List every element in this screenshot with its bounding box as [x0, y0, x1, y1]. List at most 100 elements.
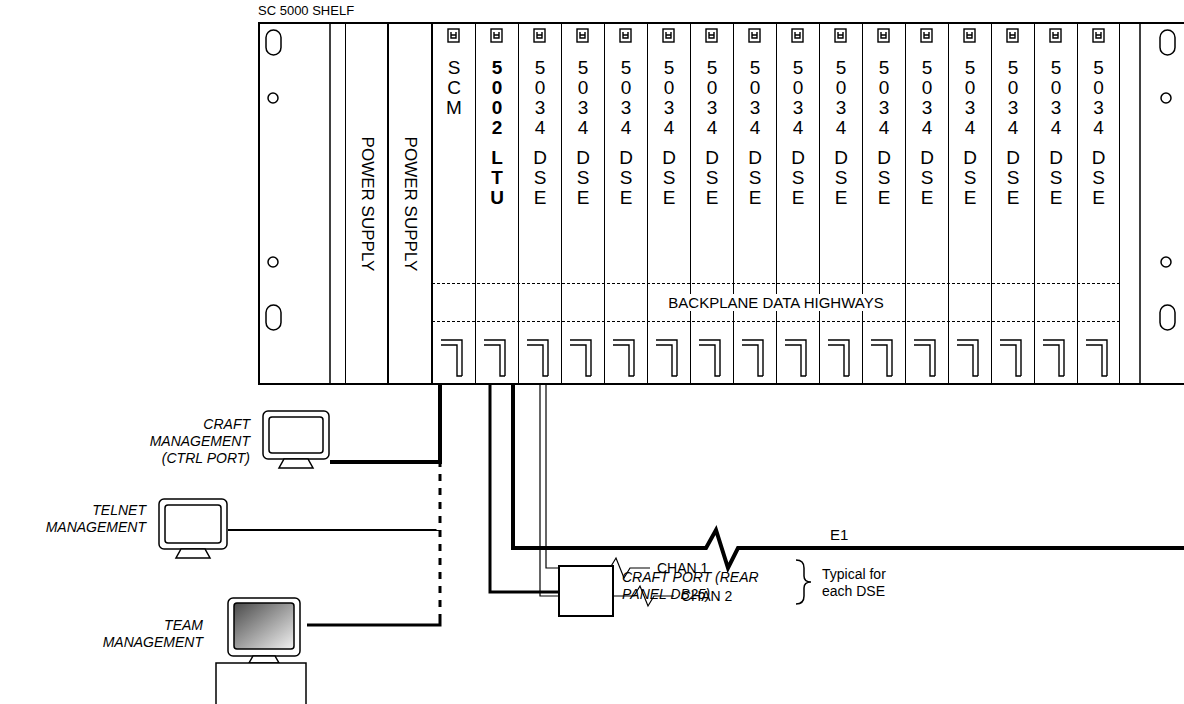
e1-line [513, 385, 1184, 568]
card-latch-mark [451, 32, 456, 38]
card-slot: 5034DSE [905, 22, 948, 385]
node-label: BACKPLANE DATA HIGHWAYS [664, 294, 887, 311]
card-label: DSE [1004, 148, 1023, 208]
ear-edge [1139, 22, 1141, 385]
card-label: 5034 [789, 58, 808, 138]
card-label: 5034 [617, 58, 636, 138]
card-slot: 5034DSE [776, 22, 819, 385]
card-label: 5034 [703, 58, 722, 138]
card-label: 5034 [1089, 58, 1108, 138]
card-latch [835, 29, 846, 42]
card-slot: 5034DSE [690, 22, 733, 385]
node-label: TEAM MANAGEMENT [91, 617, 203, 651]
monitor-screen [234, 603, 294, 649]
card-latch-mark [795, 32, 800, 38]
node-label: TELNET MANAGEMENT [34, 502, 146, 536]
rear-connector [1043, 340, 1064, 376]
card-label: DSE [1089, 148, 1108, 208]
mounting-slot [266, 30, 281, 55]
card-latch [448, 29, 459, 42]
card-label: SCM [445, 58, 464, 118]
monitor-case [159, 499, 227, 549]
card-label: DSE [789, 148, 808, 208]
card-label: DSE [617, 148, 636, 208]
mounting-hole [268, 257, 278, 267]
ear-edge [329, 22, 331, 385]
card-latch-mark [967, 32, 972, 38]
card-label: 5034 [1047, 58, 1066, 138]
mounting-slot [1160, 305, 1175, 330]
card-label: DSE [531, 148, 550, 208]
card-label: 5034 [574, 58, 593, 138]
card-latch [749, 29, 760, 42]
card-latch [491, 29, 502, 42]
card-latch-mark [666, 32, 671, 38]
rear-connector [957, 340, 978, 376]
rear-connector [1000, 340, 1021, 376]
card-label: DSE [746, 148, 765, 208]
card-slot: 5034DSE [1034, 22, 1077, 385]
terminal-icon: CRAFT MANAGEMENT (CTRL PORT) [262, 410, 330, 470]
rear-connector [1086, 340, 1107, 376]
card-label: DSE [875, 148, 894, 208]
rear-connector [484, 340, 505, 376]
node-label: POWER SUPPLY [357, 136, 377, 271]
monitor-case [228, 598, 300, 656]
card-label: DSE [574, 148, 593, 208]
card-latch-mark [709, 32, 714, 38]
monitor-stand [176, 549, 210, 558]
card-latch [1007, 29, 1018, 42]
card-latch-mark [1010, 32, 1015, 38]
card-slot: 5034DSE [733, 22, 776, 385]
card-label: DSE [660, 148, 679, 208]
rear-connector [914, 340, 935, 376]
monitor-stand [279, 459, 313, 468]
terminal-icon: TELNET MANAGEMENT [158, 498, 228, 560]
card-slot: SCM [432, 22, 475, 385]
card-latch-mark [537, 32, 542, 38]
card-label: LTU [488, 148, 507, 208]
shelf-chassis: SC 5000 SHELFPOWER SUPPLYPOWER SUPPLYSCM… [258, 22, 1184, 385]
terminal-icon [158, 498, 228, 560]
card-label: 5034 [918, 58, 937, 138]
rear-connector [613, 340, 634, 376]
card-latch [706, 29, 717, 42]
rear-connector [441, 340, 462, 376]
card-latch [663, 29, 674, 42]
card-latch [1093, 29, 1104, 42]
card-label: DSE [1047, 148, 1066, 208]
card-latch [577, 29, 588, 42]
card-slot: 5034DSE [991, 22, 1034, 385]
card-latch [620, 29, 631, 42]
card-label: DSE [961, 148, 980, 208]
card-slot: 5034DSE [518, 22, 561, 385]
card-latch-mark [623, 32, 628, 38]
card-slot: 5034DSE [561, 22, 604, 385]
card-label: 5034 [660, 58, 679, 138]
card-label: DSE [703, 148, 722, 208]
connector [330, 385, 440, 462]
rear-connector [570, 340, 591, 376]
card-latch-mark [752, 32, 757, 38]
monitor-screen [269, 417, 323, 453]
shelf-title: SC 5000 SHELF [258, 3, 354, 18]
monitor-stand [249, 656, 279, 663]
card-slot: 5002LTU [475, 22, 518, 385]
card-slot: 5034DSE [647, 22, 690, 385]
card-label: 5002 [488, 58, 507, 138]
card-slot: 5034DSE [819, 22, 862, 385]
card-latch-mark [881, 32, 886, 38]
backplane-band: BACKPLANE DATA HIGHWAYS [432, 283, 1120, 322]
rear-connector [742, 340, 763, 376]
craft-port-box: CRAFT PORT (REAR PANEL DB25) [558, 565, 614, 617]
workstation-icon [215, 597, 307, 704]
connector [228, 385, 440, 530]
mounting-slot [266, 305, 281, 330]
power-supply-slot: POWER SUPPLY [388, 22, 432, 385]
card-slot: 5034DSE [604, 22, 647, 385]
line-label: E1 [830, 526, 848, 543]
card-latch-mark [1053, 32, 1058, 38]
card-slot: 5034DSE [1077, 22, 1120, 385]
node-label: CRAFT MANAGEMENT (CTRL PORT) [138, 416, 250, 467]
